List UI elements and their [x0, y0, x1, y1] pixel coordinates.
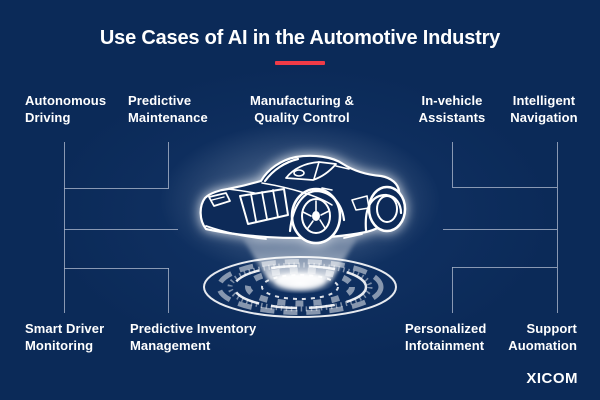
hologram-platform: [203, 256, 397, 318]
connector-left-spine: [64, 142, 65, 313]
page-title: Use Cases of AI in the Automotive Indust…: [99, 27, 501, 49]
label-manufacturing-quality-control: Manufacturing & Quality Control: [249, 93, 355, 125]
connector-left-rung-mid: [64, 229, 178, 230]
label-predictive-maintenance: Predictive Maintenance: [128, 93, 208, 125]
title-underline: [275, 61, 325, 65]
connector-right-spine: [557, 142, 558, 313]
car-illustration: [199, 154, 407, 245]
connector-left-branch-bottom: [168, 268, 169, 313]
label-predictive-inventory-management: Predictive Inventory Management: [130, 321, 257, 353]
label-smart-driver-monitoring: Smart Driver Monitoring: [25, 321, 105, 353]
xicom-logo: XICOM: [526, 370, 578, 387]
connector-right-rung-mid: [443, 229, 557, 230]
connector-left-rung-top: [64, 188, 169, 189]
connector-left-rung-bottom: [64, 268, 169, 269]
label-personalized-infotainment: Personalized Infotainment: [405, 321, 487, 353]
car-glow: [160, 122, 440, 278]
label-in-vehicle-assistants: In-vehicle Assistants: [418, 93, 486, 125]
connector-right-branch-bottom: [452, 267, 453, 313]
label-intelligent-navigation: Intelligent Navigation: [510, 93, 578, 125]
projection-beam: [243, 239, 357, 281]
connector-right-rung-bottom: [452, 267, 557, 268]
label-support-auomation: Support Auomation: [508, 321, 577, 353]
connector-right-branch-top: [452, 142, 453, 187]
label-autonomous-driving: Autonomous Driving: [25, 93, 107, 125]
connector-left-branch-top: [168, 142, 169, 188]
connector-right-rung-top: [452, 187, 557, 188]
